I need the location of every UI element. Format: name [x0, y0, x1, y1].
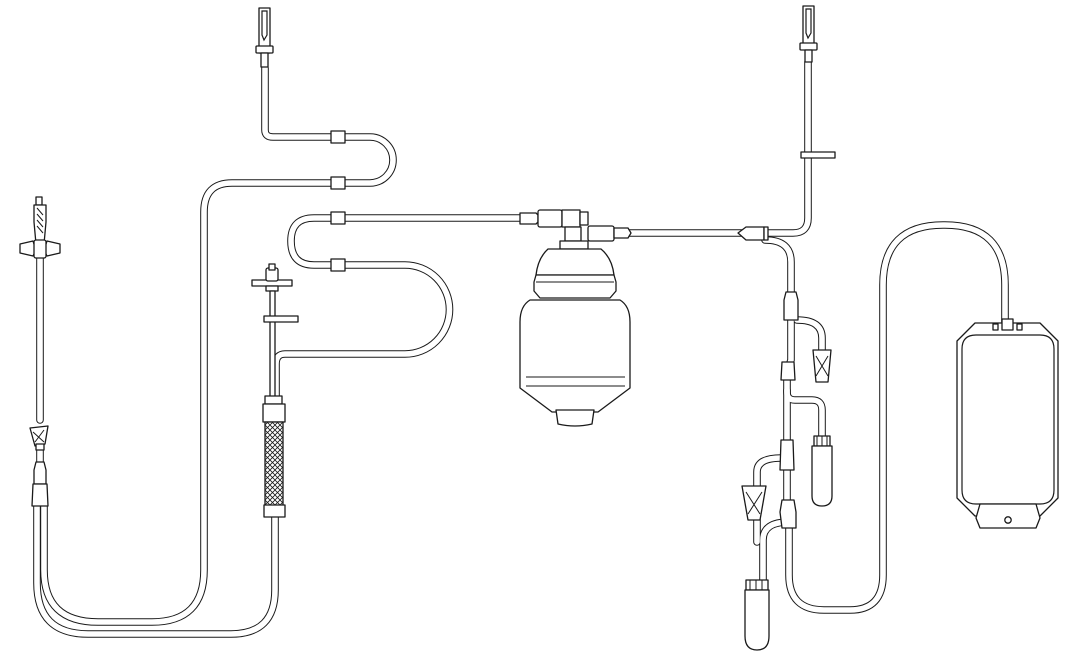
sampling-branch — [741, 291, 833, 651]
y-junction-connector — [737, 226, 769, 241]
tubing-inner-bore — [34, 59, 1008, 637]
additive-solution-bottle — [519, 240, 631, 427]
tube-loop-to-tee — [273, 215, 528, 399]
leukocyte-filter-assembly — [251, 263, 299, 518]
tube-spike-to-needle — [41, 65, 396, 625]
tube-clips — [330, 130, 346, 272]
blood-collection-bag — [956, 318, 1059, 529]
tube-filter-to-needle — [34, 503, 278, 637]
tube-sampling-e — [754, 455, 784, 489]
tube-spike-to-junction — [761, 58, 812, 237]
tube-to-collection-bag — [786, 222, 1008, 613]
tube-sampling-b — [794, 317, 825, 353]
tube-spike-to-junction — [762, 59, 811, 236]
tube-sampling-g — [760, 519, 792, 583]
tee-connector — [519, 209, 632, 242]
tubing-lines — [33, 58, 1009, 638]
tube-spike-to-needle — [40, 64, 397, 626]
tube-junction-to-sampling — [762, 237, 794, 295]
donor-needle-assembly — [19, 196, 61, 507]
spike-connector-left — [255, 7, 274, 68]
tube-loop-to-tee — [272, 214, 529, 400]
spike-connector-right — [799, 5, 836, 159]
